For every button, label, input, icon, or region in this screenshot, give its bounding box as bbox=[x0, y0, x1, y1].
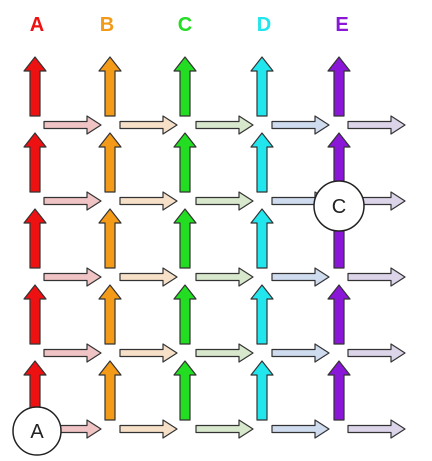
right-arrow-1-4 bbox=[43, 343, 102, 363]
goal-node-circle bbox=[313, 180, 365, 232]
up-arrow-e-5 bbox=[327, 360, 351, 421]
right-arrow-2-1 bbox=[119, 115, 178, 135]
right-arrow-3-3 bbox=[195, 267, 254, 287]
goal-node: C bbox=[313, 180, 365, 232]
right-arrow-3-5 bbox=[195, 419, 254, 439]
right-arrow-3-2 bbox=[195, 191, 254, 211]
start-node: A bbox=[12, 406, 62, 456]
column-label-d: D bbox=[257, 14, 271, 36]
up-arrow-b-3 bbox=[98, 208, 122, 269]
up-arrow-e-1 bbox=[327, 56, 351, 117]
right-arrow-5-5 bbox=[347, 419, 406, 439]
arrow-grid bbox=[23, 56, 406, 439]
right-arrow-2-4 bbox=[119, 343, 178, 363]
up-arrow-b-2 bbox=[98, 132, 122, 193]
up-arrow-c-2 bbox=[173, 132, 197, 193]
up-arrow-d-2 bbox=[250, 132, 274, 193]
start-node-circle bbox=[12, 406, 62, 456]
up-arrow-c-1 bbox=[173, 56, 197, 117]
column-label-b: B bbox=[100, 14, 114, 36]
up-arrow-c-5 bbox=[173, 360, 197, 421]
up-arrow-e-4 bbox=[327, 284, 351, 345]
column-labels: A B C D E bbox=[30, 14, 349, 36]
right-arrow-2-3 bbox=[119, 267, 178, 287]
right-arrow-1-1 bbox=[43, 115, 102, 135]
right-arrow-4-3 bbox=[271, 267, 330, 287]
up-arrow-c-4 bbox=[173, 284, 197, 345]
column-label-a: A bbox=[30, 14, 44, 36]
column-label-e: E bbox=[335, 14, 348, 36]
right-arrow-2-2 bbox=[119, 191, 178, 211]
up-arrow-a-2 bbox=[23, 132, 47, 193]
right-arrow-2-5 bbox=[119, 419, 178, 439]
right-arrow-3-1 bbox=[195, 115, 254, 135]
right-arrow-5-4 bbox=[347, 343, 406, 363]
right-arrow-4-1 bbox=[271, 115, 330, 135]
up-arrow-a-4 bbox=[23, 284, 47, 345]
column-label-c: C bbox=[178, 14, 192, 36]
up-arrow-b-5 bbox=[98, 360, 122, 421]
right-arrow-5-1 bbox=[347, 115, 406, 135]
up-arrow-a-1 bbox=[23, 56, 47, 117]
up-arrow-b-1 bbox=[98, 56, 122, 117]
right-arrow-3-4 bbox=[195, 343, 254, 363]
up-arrow-a-3 bbox=[23, 208, 47, 269]
nodes: A C bbox=[12, 180, 365, 456]
up-arrow-c-3 bbox=[173, 208, 197, 269]
right-arrow-1-3 bbox=[43, 267, 102, 287]
right-arrow-1-2 bbox=[43, 191, 102, 211]
up-arrow-d-3 bbox=[250, 208, 274, 269]
right-arrow-4-4 bbox=[271, 343, 330, 363]
up-arrow-b-4 bbox=[98, 284, 122, 345]
goal-node-label: C bbox=[332, 196, 346, 218]
up-arrow-d-1 bbox=[250, 56, 274, 117]
start-node-label: A bbox=[30, 421, 44, 443]
right-arrow-4-5 bbox=[271, 419, 330, 439]
right-arrow-5-3 bbox=[347, 267, 406, 287]
up-arrow-d-4 bbox=[250, 284, 274, 345]
up-arrow-d-5 bbox=[250, 360, 274, 421]
